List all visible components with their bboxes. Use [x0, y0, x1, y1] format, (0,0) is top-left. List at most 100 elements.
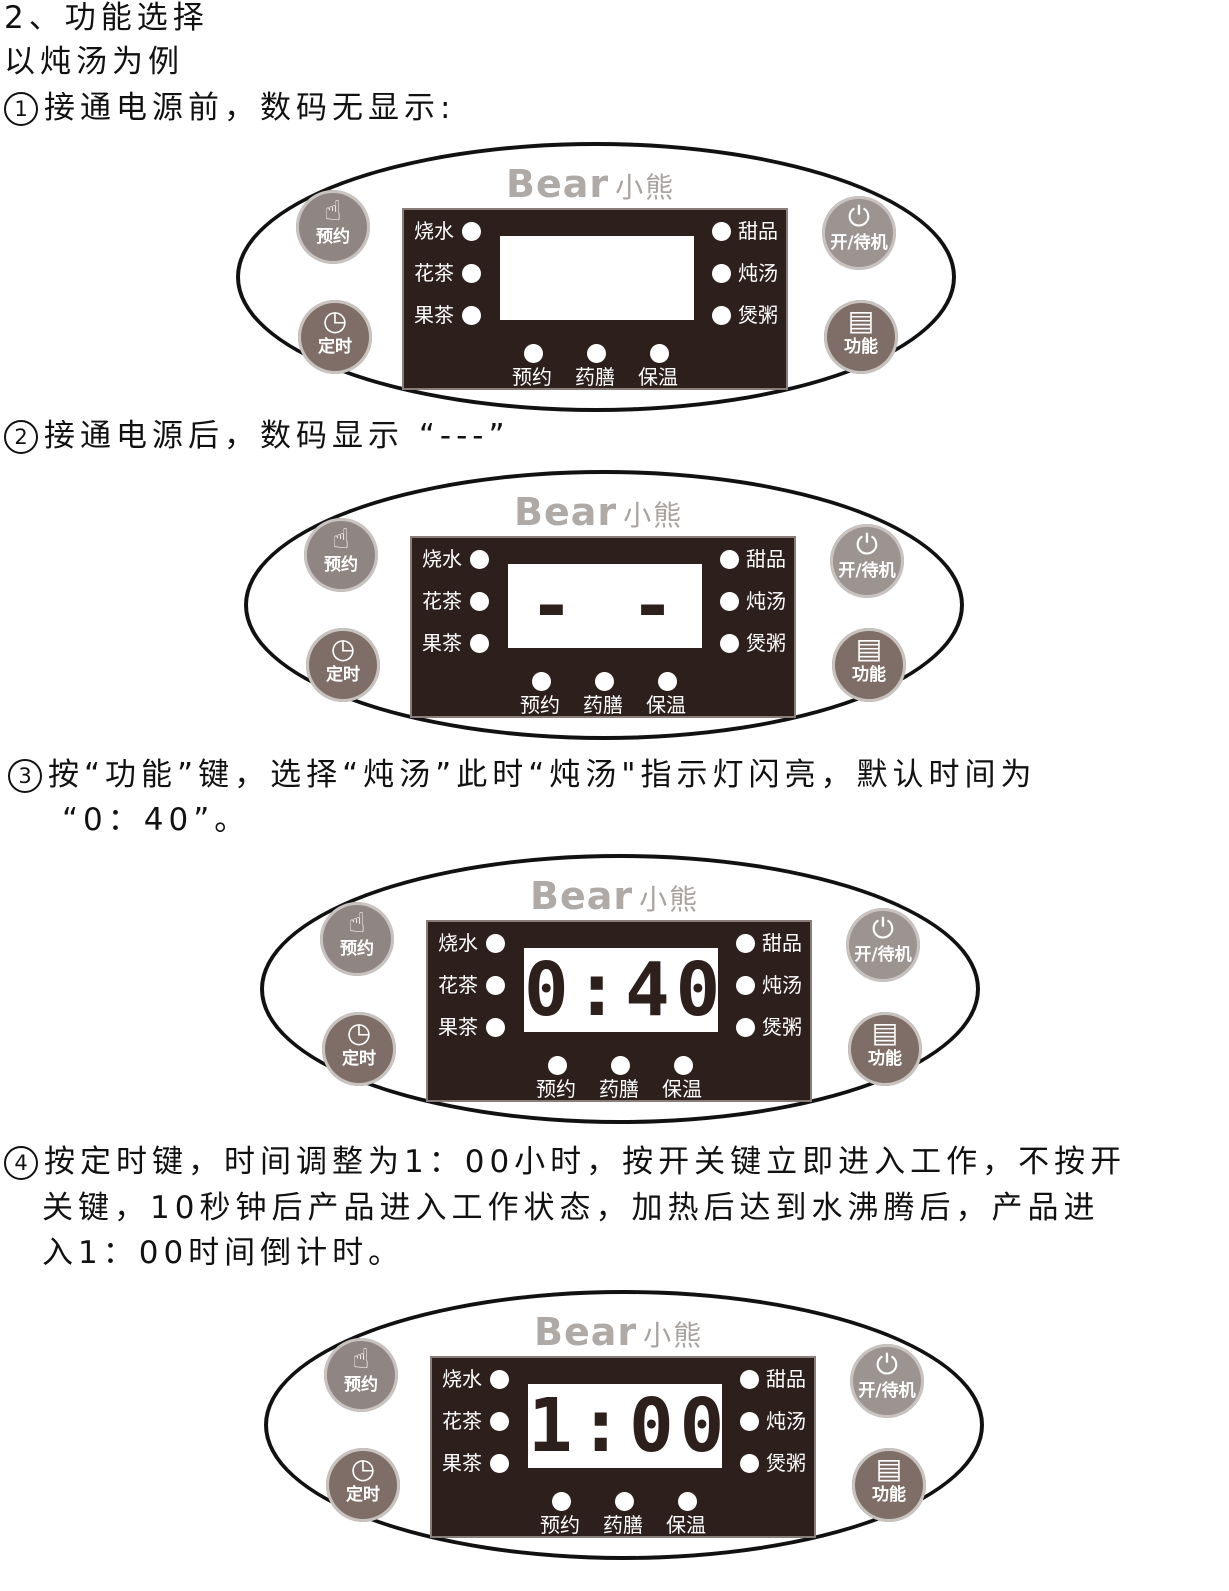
label-porridge: 煲粥	[762, 1015, 802, 1039]
clock-icon: ◷	[322, 304, 348, 337]
control-screen: 烧水 花茶 果茶 甜品 炖汤 煲粥 预约 药膳 保温	[402, 208, 788, 390]
label-boil-water: 烧水	[422, 547, 462, 571]
power-button-label: 开/待机	[858, 1381, 916, 1401]
menu-list-icon: ▤	[871, 1016, 899, 1049]
label-flower-tea: 花茶	[422, 589, 462, 613]
reserve-button-label: 预约	[316, 227, 350, 247]
label-dessert: 甜品	[746, 547, 786, 571]
function-button[interactable]: ▤ 功能	[848, 1012, 922, 1086]
logo-en: Bear	[530, 874, 634, 918]
power-button[interactable]: ⏻ 开/待机	[822, 196, 896, 270]
power-button[interactable]: ⏻ 开/待机	[830, 524, 904, 598]
label-fruit-tea: 果茶	[414, 303, 454, 327]
power-button[interactable]: ⏻ 开/待机	[850, 1344, 924, 1418]
section-heading: 2、功能选择	[4, 0, 209, 36]
indicator-keep-warm	[678, 1492, 697, 1511]
display-readout: - - -	[529, 563, 681, 732]
label-porridge: 煲粥	[766, 1451, 806, 1475]
label-reserve: 预约	[520, 693, 560, 717]
control-screen: 烧水 花茶 果茶 甜品 炖汤 煲粥 - - - 预约 药膳 保温	[410, 536, 796, 732]
indicator-boil-water	[470, 550, 489, 569]
reserve-button-label: 预约	[340, 939, 374, 959]
indicator-flower-tea	[490, 1412, 509, 1431]
reserve-button[interactable]: ☝ 预约	[324, 1338, 398, 1412]
indicator-herbal	[587, 344, 606, 363]
reserve-button[interactable]: ☝ 预约	[296, 190, 370, 264]
label-reserve: 预约	[512, 365, 552, 389]
hand-pointer-icon: ☝	[352, 1342, 370, 1375]
indicator-flower-tea	[470, 592, 489, 611]
label-flower-tea: 花茶	[414, 261, 454, 285]
subheading: 以炖汤为例	[4, 44, 184, 80]
indicator-boil-water	[486, 934, 505, 953]
logo-en: Bear	[514, 490, 618, 534]
hand-pointer-icon: ☝	[324, 194, 342, 227]
indicator-fruit-tea	[462, 306, 481, 325]
step-number: 2	[4, 420, 38, 454]
timer-button-label: 定时	[346, 1485, 380, 1505]
indicator-flower-tea	[462, 264, 481, 283]
label-porridge: 煲粥	[746, 631, 786, 655]
label-dessert: 甜品	[766, 1367, 806, 1391]
label-reserve: 预约	[540, 1513, 580, 1537]
timer-button-label: 定时	[342, 1049, 376, 1069]
indicator-dessert	[736, 934, 755, 953]
step-number: 1	[4, 92, 38, 126]
power-icon: ⏻	[847, 200, 871, 233]
digital-display: - - -	[508, 563, 702, 732]
logo-en: Bear	[506, 162, 610, 206]
menu-list-icon: ▤	[847, 304, 875, 337]
logo-cn: 小熊	[623, 499, 684, 532]
function-button[interactable]: ▤ 功能	[852, 1448, 926, 1522]
power-icon: ⏻	[855, 528, 879, 561]
label-porridge: 煲粥	[738, 303, 778, 327]
indicator-boil-water	[490, 1370, 509, 1389]
indicator-flower-tea	[486, 976, 505, 995]
indicator-herbal	[595, 672, 614, 691]
step-number: 4	[4, 1146, 38, 1180]
timer-button[interactable]: ◷ 定时	[326, 1448, 400, 1522]
indicator-herbal	[615, 1492, 634, 1511]
function-button[interactable]: ▤ 功能	[824, 300, 898, 374]
indicator-keep-warm	[658, 672, 677, 691]
step-text: 接通电源前，数码无显示:	[44, 90, 456, 126]
label-keep-warm: 保温	[666, 1513, 706, 1537]
logo-cn: 小熊	[615, 171, 676, 204]
indicator-porridge	[712, 306, 731, 325]
reserve-button[interactable]: ☝ 预约	[304, 518, 378, 592]
indicator-reserve	[552, 1492, 571, 1511]
step-text: 接通电源后，数码显示 “---”	[44, 418, 510, 454]
power-icon: ⏻	[871, 912, 895, 945]
label-boil-water: 烧水	[438, 931, 478, 955]
label-dessert: 甜品	[762, 931, 802, 955]
indicator-porridge	[740, 1454, 759, 1473]
menu-list-icon: ▤	[875, 1452, 903, 1485]
label-fruit-tea: 果茶	[422, 631, 462, 655]
step-text: 按定时键，时间调整为1：00小时，按开关键立即进入工作，不按开	[44, 1144, 1127, 1180]
reserve-button[interactable]: ☝ 预约	[320, 902, 394, 976]
timer-button[interactable]: ◷ 定时	[298, 300, 372, 374]
power-button[interactable]: ⏻ 开/待机	[846, 908, 920, 982]
timer-button[interactable]: ◷ 定时	[306, 628, 380, 702]
step-3-cont: “0：40”。	[62, 802, 251, 838]
indicator-herbal	[611, 1056, 630, 1075]
indicator-stew-soup	[736, 976, 755, 995]
control-screen: 烧水 花茶 果茶 甜品 炖汤 煲粥 0:40 预约 药膳 保温	[426, 920, 812, 1102]
digital-display	[500, 236, 694, 320]
indicator-reserve	[548, 1056, 567, 1075]
timer-button[interactable]: ◷ 定时	[322, 1012, 396, 1086]
digital-display: 0:40	[524, 948, 720, 1032]
indicator-fruit-tea	[486, 1018, 505, 1037]
hand-pointer-icon: ☝	[348, 906, 366, 939]
power-button-label: 开/待机	[854, 945, 912, 965]
timer-button-label: 定时	[318, 337, 352, 357]
timer-button-label: 定时	[326, 665, 360, 685]
label-boil-water: 烧水	[414, 219, 454, 243]
function-button[interactable]: ▤ 功能	[832, 628, 906, 702]
